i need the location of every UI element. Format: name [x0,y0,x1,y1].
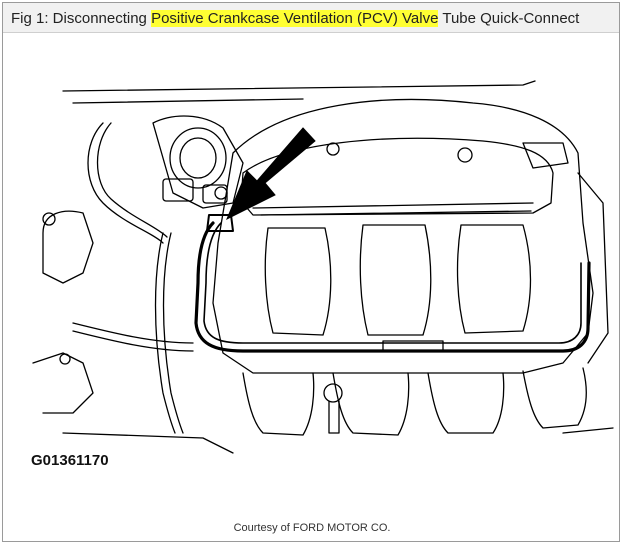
pcv-tube [194,221,591,353]
manifold-bolt [323,383,343,403]
vacuum-hose [87,122,164,244]
throttle-body [152,115,244,209]
intake-runner-1 [264,227,332,336]
title-prefix: Fig 1: Disconnecting [11,10,152,27]
title-suffix: Tube Quick-Connect [438,10,580,27]
figure-title-bar: Fig 1: Disconnecting Positive Crankcase … [3,3,619,33]
left-bolt [42,212,56,226]
left-mount-part [42,210,94,284]
hood-edge-line [62,80,536,92]
intake-runner-2 [359,224,432,336]
connector-block [162,178,194,202]
engine-line-drawing [32,80,614,454]
pcv-quick-connect [206,214,234,232]
figure-frame: Fig 1: Disconnecting Positive Crankcase … [2,2,620,542]
diagram-credit: Courtesy of FORD MOTOR CO. [233,522,391,534]
diagram-code: G01361170 [31,452,109,469]
title-highlight: Positive Crankcase Ventilation (PCV) Val… [151,10,439,27]
arrow-pointer-icon [226,127,316,221]
intake-runner-3 [456,224,532,334]
figure-title: Fig 1: Disconnecting Positive Crankcase … [11,10,579,27]
intake-manifold [212,98,594,374]
engine-diagram [3,33,619,503]
fuel-line [154,232,176,434]
